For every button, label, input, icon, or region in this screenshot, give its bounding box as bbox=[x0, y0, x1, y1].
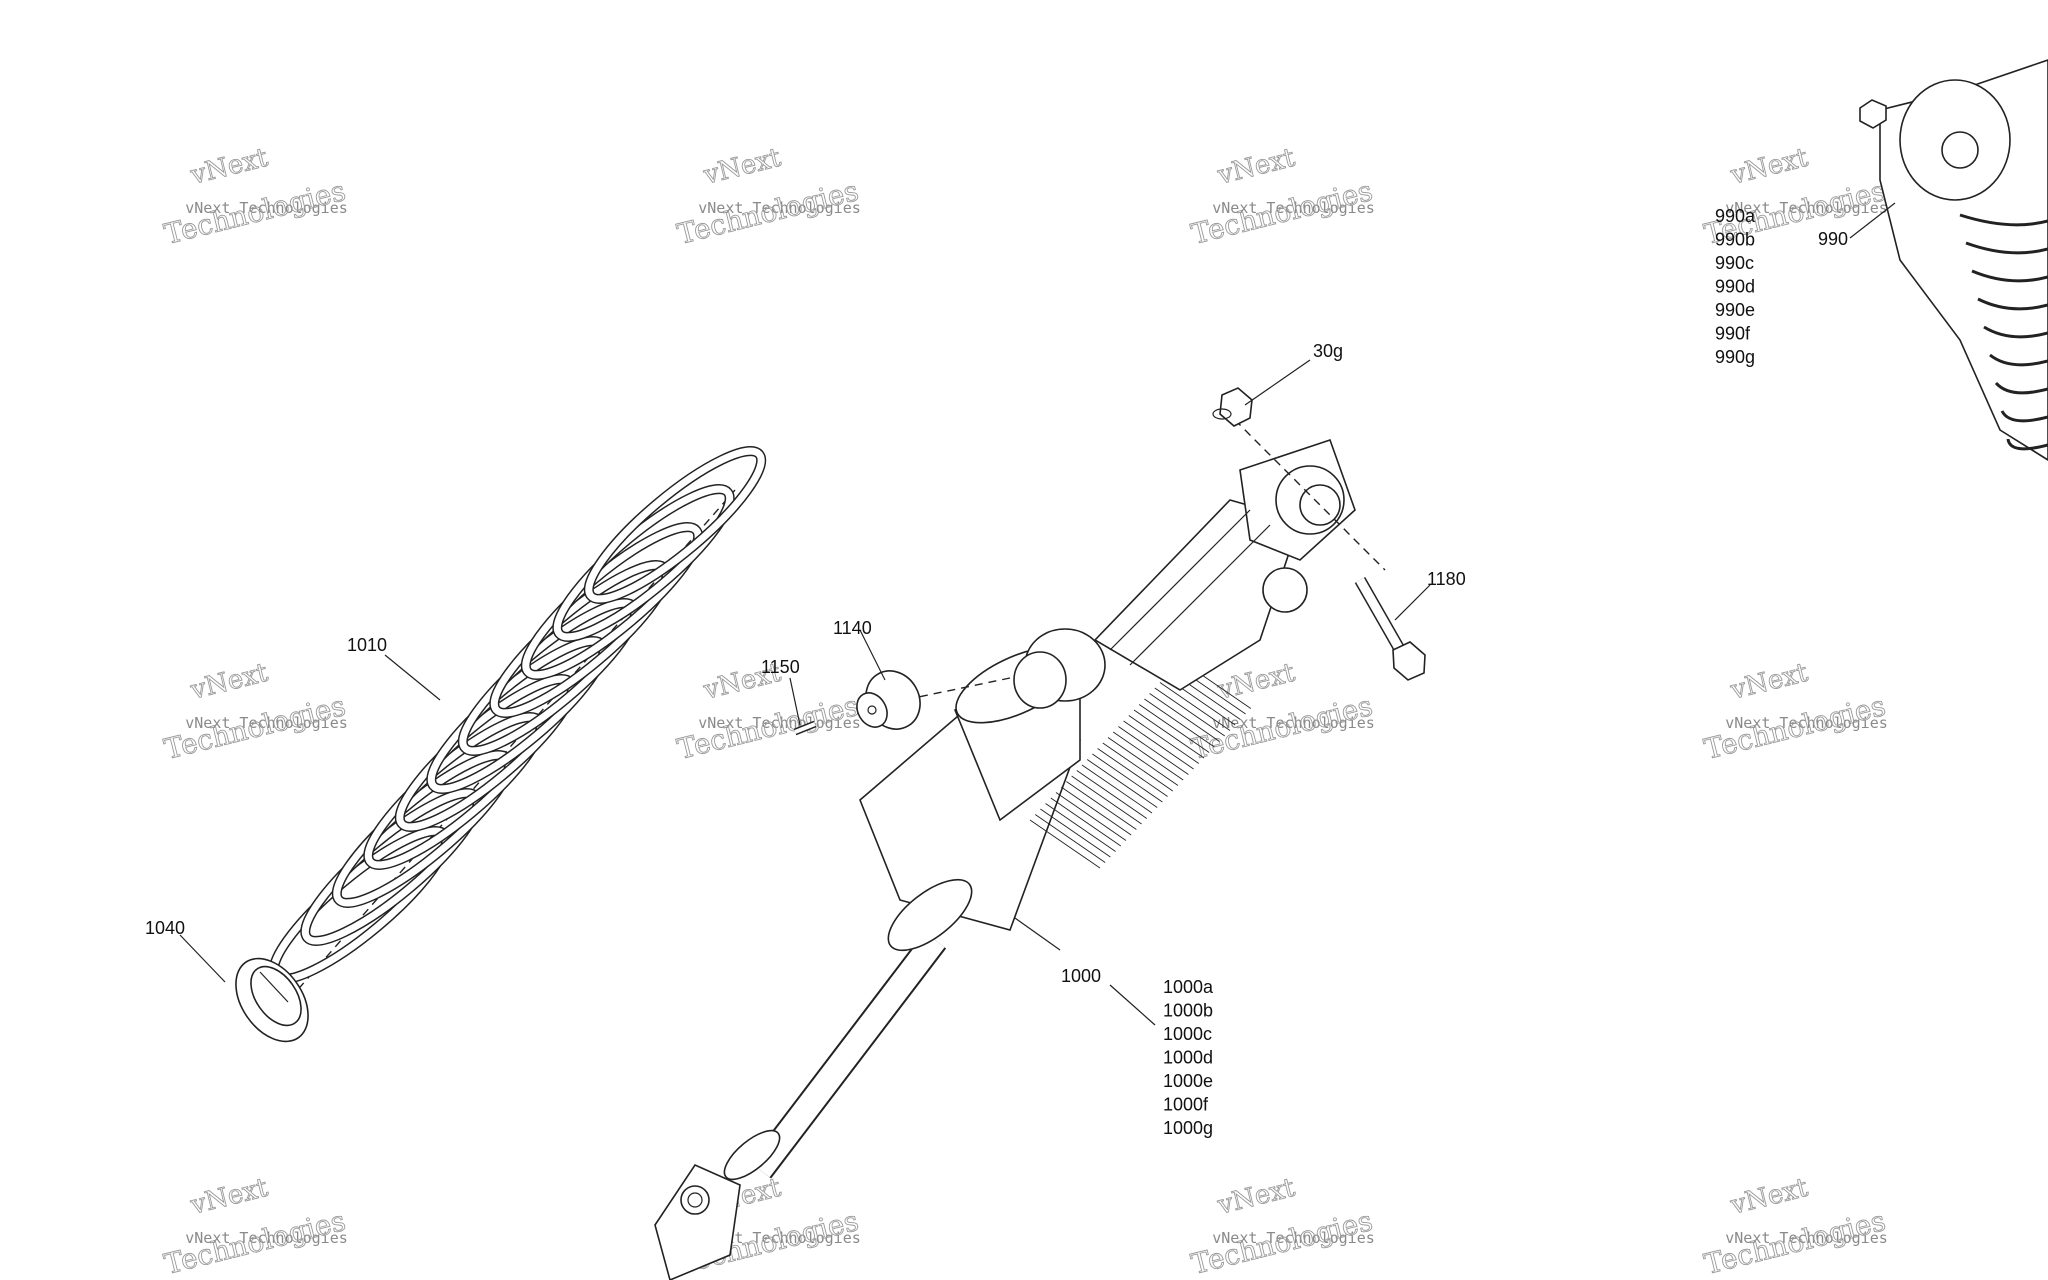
callout-1040: 1040 bbox=[145, 918, 185, 938]
variants-1000-item: 1000g bbox=[1163, 1118, 1213, 1138]
variants-1000-item: 1000e bbox=[1163, 1071, 1213, 1091]
svg-text:vNext Technologies: vNext Technologies bbox=[185, 199, 348, 217]
svg-text:vNext Technologies: vNext Technologies bbox=[698, 1229, 861, 1247]
svg-text:vNext: vNext bbox=[1727, 1173, 1811, 1221]
svg-text:vNext Technologies: vNext Technologies bbox=[1212, 199, 1375, 217]
variants-990-item: 990c bbox=[1715, 253, 1754, 273]
svg-text:Technologies: Technologies bbox=[1701, 689, 1889, 766]
svg-text:Technologies: Technologies bbox=[674, 689, 862, 766]
variants-1000-item: 1000d bbox=[1163, 1048, 1213, 1068]
variant-list-990: 990a 990b 990c 990d 990e 990f 990g bbox=[1715, 206, 1756, 367]
svg-text:vNext: vNext bbox=[700, 143, 784, 191]
svg-text:vNext Technologies: vNext Technologies bbox=[1725, 714, 1888, 732]
svg-text:Technologies: Technologies bbox=[1188, 689, 1376, 766]
variants-990-item: 990a bbox=[1715, 206, 1756, 226]
screw-1150 bbox=[793, 720, 817, 736]
svg-text:vNext: vNext bbox=[1727, 143, 1811, 191]
svg-text:Technologies: Technologies bbox=[161, 1204, 349, 1280]
variants-1000-item: 1000c bbox=[1163, 1024, 1212, 1044]
svg-text:vNext: vNext bbox=[1214, 143, 1298, 191]
leader-lines bbox=[179, 202, 1896, 1026]
svg-text:Technologies: Technologies bbox=[1701, 1204, 1889, 1280]
bolt-1180 bbox=[1354, 577, 1426, 681]
svg-text:vNext Technologies: vNext Technologies bbox=[185, 1229, 348, 1247]
shock-assembly-990 bbox=[1859, 59, 2048, 461]
adjuster-knob-1140 bbox=[856, 670, 921, 730]
variants-990-item: 990e bbox=[1715, 300, 1755, 320]
variants-1000-item: 1000b bbox=[1163, 1001, 1213, 1021]
callout-30g: 30g bbox=[1313, 341, 1343, 361]
callout-labels: 30g 1180 1140 1150 1010 1040 1000 990 10… bbox=[145, 206, 1848, 1138]
svg-text:vNext Technologies: vNext Technologies bbox=[698, 199, 861, 217]
svg-text:vNext Technologies: vNext Technologies bbox=[1212, 1229, 1375, 1247]
variant-list-1000: 1000a 1000b 1000c 1000d 1000e 1000f 1000g bbox=[1163, 977, 1214, 1138]
nut-30g bbox=[1212, 387, 1253, 427]
variants-990-item: 990f bbox=[1715, 324, 1751, 344]
spring-retainer-1040 bbox=[235, 957, 309, 1043]
variants-1000-item: 1000f bbox=[1163, 1095, 1209, 1115]
svg-text:vNext Technologies: vNext Technologies bbox=[698, 714, 861, 732]
callout-990: 990 bbox=[1818, 229, 1848, 249]
svg-text:vNext Technologies: vNext Technologies bbox=[1212, 714, 1375, 732]
variants-990-item: 990g bbox=[1715, 347, 1755, 367]
svg-text:vNext Technologies: vNext Technologies bbox=[185, 714, 348, 732]
coil-spring-1010 bbox=[268, 446, 767, 1011]
svg-text:Technologies: Technologies bbox=[1188, 1204, 1376, 1280]
svg-text:vNext Technologies: vNext Technologies bbox=[1725, 1229, 1888, 1247]
variants-990-item: 990b bbox=[1715, 230, 1755, 250]
variants-990-item: 990d bbox=[1715, 277, 1755, 297]
variants-1000-item: 1000a bbox=[1163, 977, 1214, 997]
callout-1010: 1010 bbox=[347, 635, 387, 655]
svg-text:vNext: vNext bbox=[1214, 1173, 1298, 1221]
callout-1140: 1140 bbox=[833, 618, 872, 638]
svg-text:vNext: vNext bbox=[187, 143, 271, 191]
callout-1180: 1180 bbox=[1427, 569, 1466, 589]
svg-text:Technologies: Technologies bbox=[674, 174, 862, 251]
svg-text:vNext: vNext bbox=[1727, 658, 1811, 706]
callout-1000: 1000 bbox=[1061, 966, 1101, 986]
svg-text:vNext: vNext bbox=[187, 1173, 271, 1221]
svg-text:vNext: vNext bbox=[187, 658, 271, 706]
svg-text:Technologies: Technologies bbox=[161, 174, 349, 251]
svg-text:Technologies: Technologies bbox=[161, 689, 349, 766]
svg-text:Technologies: Technologies bbox=[1188, 174, 1376, 251]
svg-text:vNext: vNext bbox=[1214, 658, 1298, 706]
svg-text:vNext Technologies: vNext Technologies bbox=[1725, 199, 1888, 217]
callout-1150: 1150 bbox=[761, 657, 800, 677]
shock-absorber-1000 bbox=[654, 409, 1386, 1280]
